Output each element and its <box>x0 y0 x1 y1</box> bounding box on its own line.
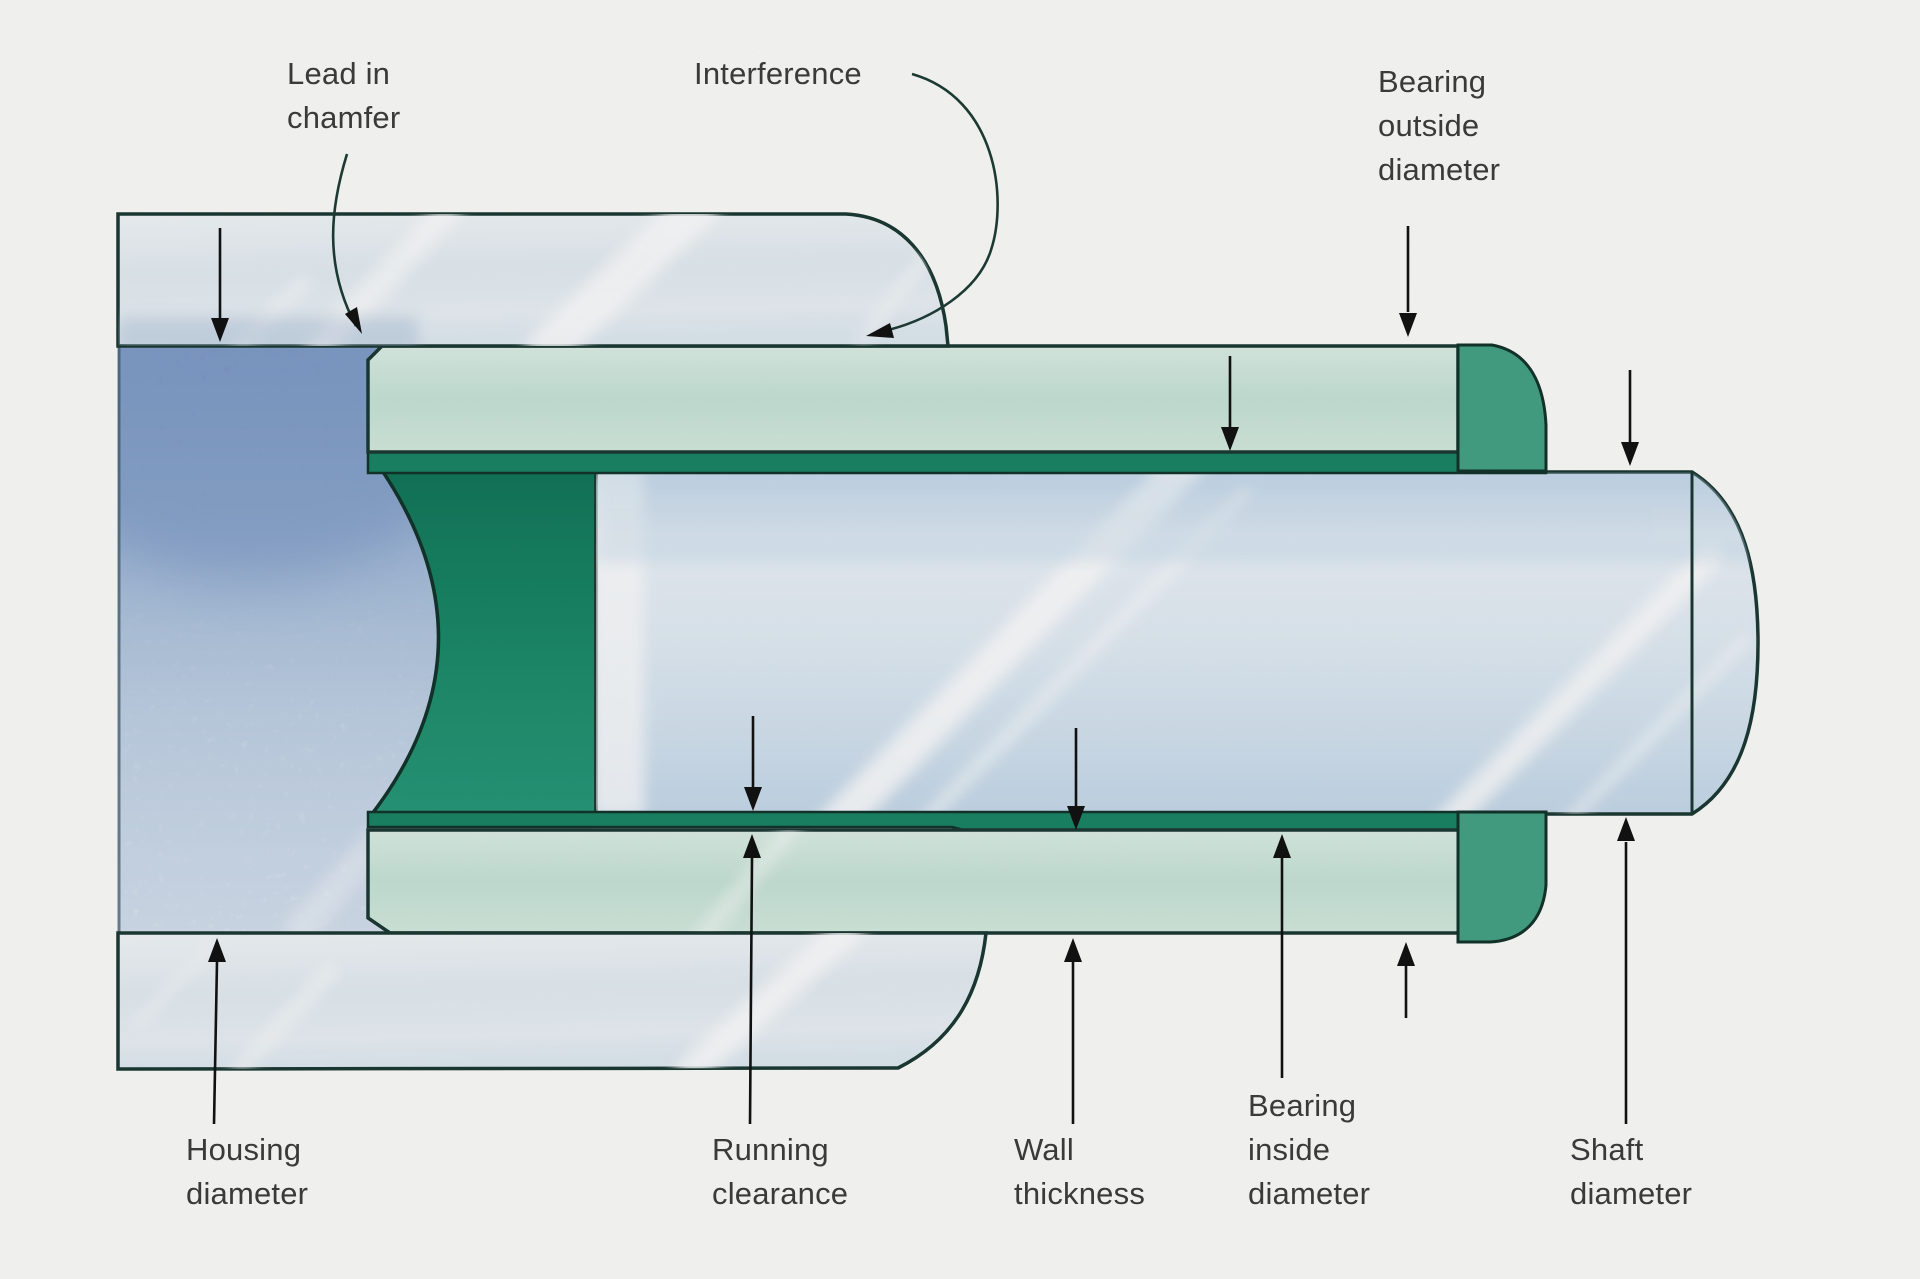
label-running-clearance: Running clearance <box>712 1132 849 1211</box>
label-shaft-diameter: Shaft diameter <box>1570 1132 1693 1211</box>
running-clearance-arrow-down <box>744 716 762 811</box>
bearing-outside-diameter-arrow-top <box>1399 226 1417 337</box>
label-housing-diameter: Housing diameter <box>186 1132 309 1211</box>
housing-diameter-arrow-bottom <box>208 938 226 1125</box>
annotation-arrows <box>208 72 1639 1125</box>
label-interference: Interference <box>694 56 862 91</box>
bearing-inside-diameter-arrow-bottom <box>1273 834 1291 1078</box>
lead-in-chamfer-leader <box>331 153 362 334</box>
label-bearing-inside-diameter: Bearing inside diameter <box>1248 1088 1371 1211</box>
label-wall-thickness: Wall thickness <box>1014 1132 1146 1211</box>
running-clearance-arrow-up <box>743 834 761 1125</box>
shaft-diameter-arrow-bottom <box>1617 817 1635 1124</box>
shaft-diameter-arrow-top <box>1621 370 1639 466</box>
label-lead-in-chamfer: Lead in chamfer <box>287 56 401 135</box>
wall-thickness-arrow-up <box>1064 938 1082 1124</box>
housing-diameter-arrow-top <box>211 228 229 342</box>
bearing-inside-diameter-arrow-top <box>1221 356 1239 451</box>
wall-thickness-arrow-down <box>1067 728 1085 830</box>
label-bearing-outside-diameter: Bearing outside diameter <box>1378 64 1501 187</box>
bearing-outside-diameter-arrow-bottom <box>1397 942 1415 1018</box>
interference-leader <box>866 72 999 338</box>
